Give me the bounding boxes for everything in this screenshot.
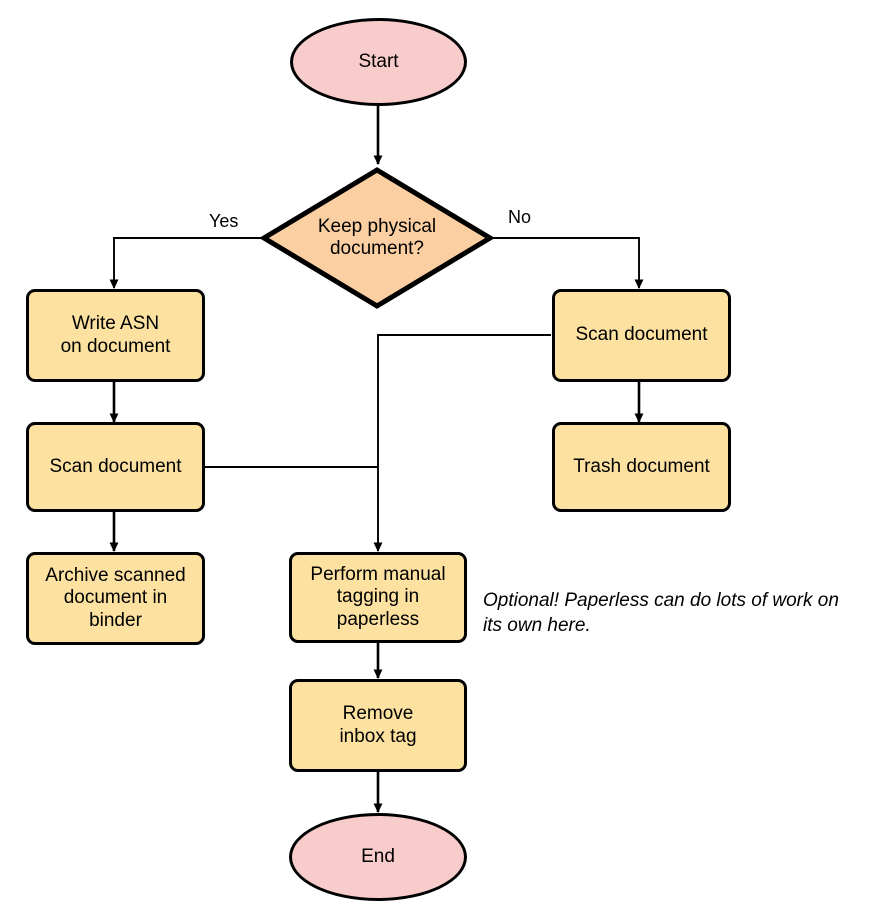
node-start[interactable]: Start: [290, 18, 467, 106]
node-remove-inbox-tag-label: Remove inbox tag: [339, 703, 417, 747]
edge-decision-no-to-scan-right: [493, 237, 644, 289]
annotation-optional-note: Optional! Paperless can do lots of work …: [483, 590, 839, 637]
node-decision-keep-physical-document[interactable]: Keep physical document?: [261, 167, 493, 309]
node-scan-document-right[interactable]: Scan document: [552, 289, 731, 382]
node-scan-document-right-label: Scan document: [575, 324, 708, 346]
edge-decision-yes-to-write-asn: [109, 237, 261, 289]
node-write-asn-label: Write ASN on document: [60, 313, 171, 357]
edge-scan-right-to-merge: [377, 334, 551, 465]
node-end-label: End: [361, 845, 395, 867]
edge-label-yes: Yes: [209, 211, 239, 231]
node-trash-document-label: Trash document: [573, 455, 710, 477]
node-end[interactable]: End: [289, 813, 467, 901]
diamond-shape: [261, 167, 493, 309]
node-decision-label: Keep physical document?: [317, 215, 437, 259]
node-archive-label: Archive scanned document in binder: [45, 565, 186, 631]
node-scan-document-left[interactable]: Scan document: [26, 422, 205, 512]
node-perform-manual-tagging[interactable]: Perform manual tagging in paperless: [289, 552, 467, 643]
edge-label-no: No: [508, 207, 532, 227]
node-archive-scanned-document[interactable]: Archive scanned document in binder: [26, 552, 205, 645]
node-tagging-label: Perform manual tagging in paperless: [310, 564, 446, 630]
node-remove-inbox-tag[interactable]: Remove inbox tag: [289, 679, 467, 772]
node-trash-document[interactable]: Trash document: [552, 422, 731, 512]
node-scan-document-left-label: Scan document: [49, 455, 182, 477]
node-write-asn-on-document[interactable]: Write ASN on document: [26, 289, 205, 382]
node-start-label: Start: [358, 50, 399, 72]
